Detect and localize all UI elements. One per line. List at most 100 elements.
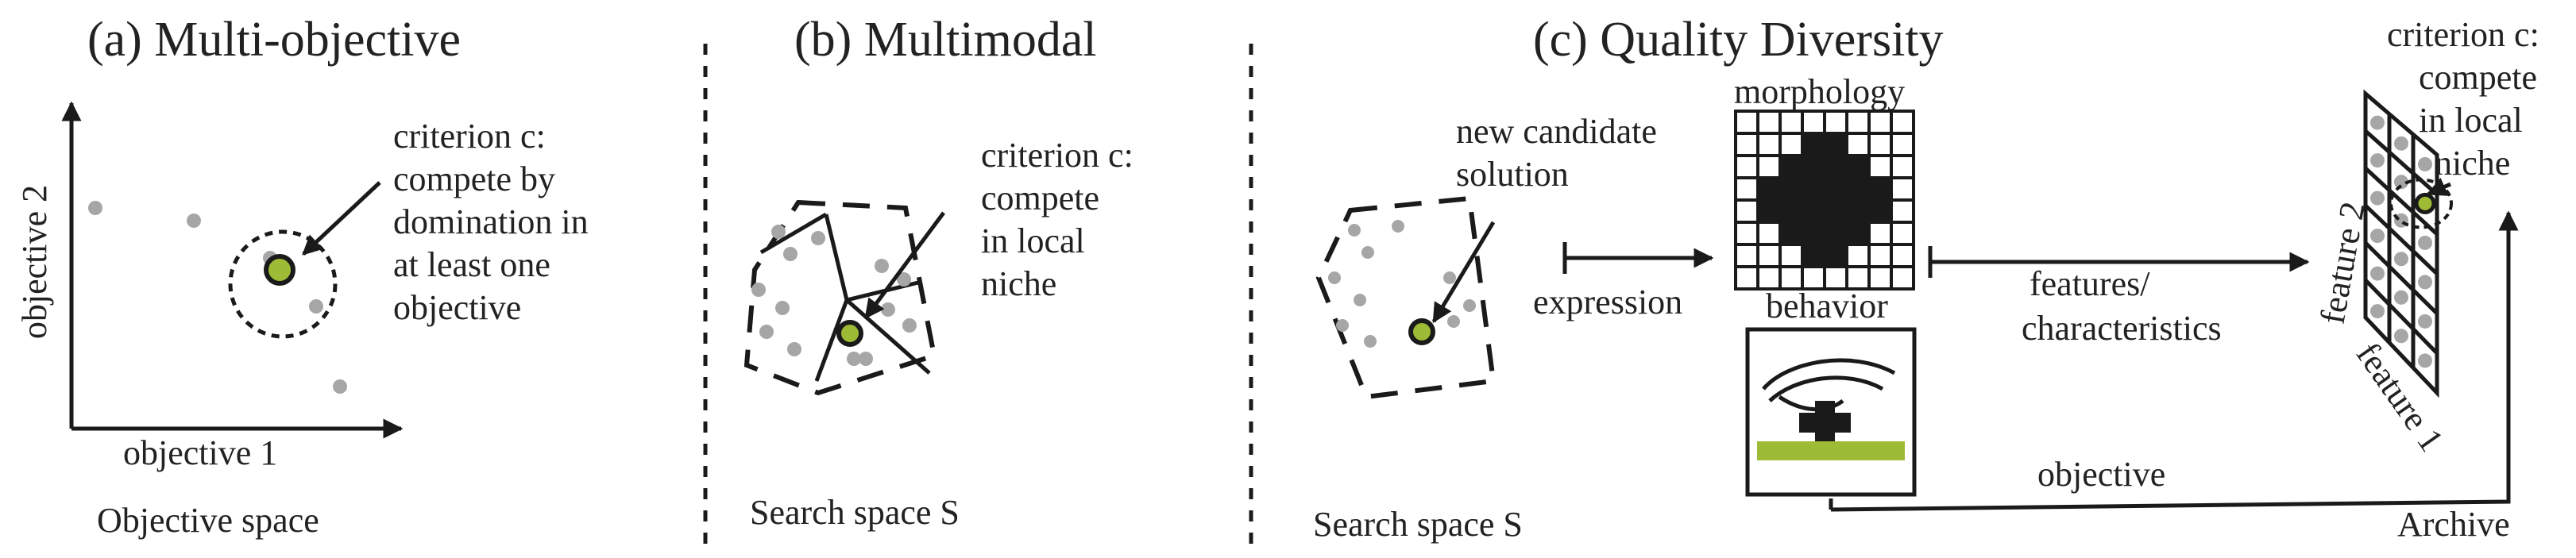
svg-text:solution: solution [1456,155,1569,194]
morphology-cell [1823,132,1848,157]
morphology-cell [1801,221,1826,246]
archive-criterion-text: criterion c: compete in local niche [2387,15,2539,183]
objective-label: objective [2037,455,2165,494]
morphology-cell [1867,221,1893,246]
selected-solution [836,320,863,347]
morphology-cell [1890,198,1915,224]
criterion-text: criterion c: compete by domination in at… [393,117,589,327]
morphology-cell [1734,243,1759,268]
morphology-cell [1890,265,1915,291]
morphology-cell [1801,176,1826,202]
morphology-cell [1778,154,1804,179]
panel-multi-objective: (a) Multi-objective objective 2 objectiv… [15,13,589,540]
morphology-cell [1801,198,1826,224]
x-axis-label: objective 1 [123,433,277,472]
svg-text:compete: compete [2419,58,2537,97]
archive-grid [2363,89,2453,398]
svg-text:new candidate: new candidate [1456,112,1657,151]
svg-text:in local: in local [981,221,1085,260]
morphology-cell [1823,221,1848,246]
morphology-cell [1845,198,1871,224]
archive-cell-point [2418,235,2432,250]
morphology-cell [1801,154,1826,179]
svg-text:compete: compete [981,179,1099,217]
morphology-cell [1867,198,1893,224]
morphology-cell [1845,221,1871,246]
morphology-cell [1756,221,1782,246]
morphology-cell [1890,243,1915,268]
morphology-cell [1823,265,1848,291]
morphology-cell [1823,198,1848,224]
morphology-cell [1823,176,1848,202]
data-point [309,299,323,314]
new-candidate-point [1408,318,1435,345]
niche-circle [228,229,338,339]
archive-cell-point [2370,115,2385,130]
morphology-cell [1845,243,1871,268]
morphology-cell [1734,176,1759,202]
morphology-cell [1734,198,1759,224]
panel-c-caption: Search space S [1313,505,1523,544]
morphology-cell [1734,110,1759,135]
morphology-cell [1801,243,1826,268]
panel-c-title: (c) Quality Diversity [1533,13,1944,67]
archive-cell-point [2370,266,2385,281]
candidate-label: new candidate solution [1456,112,1657,194]
archive-cell-point [2418,314,2432,329]
morphology-cell [1867,110,1893,135]
morphology-cell [1756,265,1782,291]
morphology-cell [1734,265,1759,291]
panel-b-title: (b) Multimodal [794,13,1097,67]
archive-cell-point [2418,275,2432,290]
criterion-arrow [302,181,381,256]
objective-arrow [1830,210,2519,512]
voronoi-edge [824,214,922,303]
panel-multimodal: (b) Multimodal criterion c: compete in [743,13,1134,532]
morphology-cell [1778,265,1804,291]
data-point [187,214,201,228]
svg-text:at least one: at least one [393,245,550,284]
archive-cell-point [2418,156,2432,171]
data-point [333,379,347,394]
archive-cell-point [2370,304,2385,319]
svg-text:in local: in local [2419,101,2523,140]
morphology-cell [1734,132,1759,157]
archive-cell-point [2370,229,2385,244]
archive-cell-point [2394,252,2408,267]
morphology-cell [1867,132,1893,157]
morphology-cell [1890,132,1915,157]
panel-b-caption: Search space S [750,493,960,532]
archive-cell-point [2394,290,2408,305]
svg-text:criterion c:: criterion c: [2387,15,2539,54]
archive-cell-point [2394,136,2408,151]
morphology-cell [1823,110,1848,135]
panel-a-title: (a) Multi-objective [87,13,461,67]
morphology-cell [1801,132,1826,157]
archive-cell-point [2394,329,2408,344]
morphology-cell [1845,154,1871,179]
morphology-cell [1756,154,1782,179]
morphology-cell [1778,110,1804,135]
panel-quality-diversity: (c) Quality Diversity new candidate solu… [1313,13,2539,544]
morphology-grid [1734,110,1915,291]
archive-selected-cell [2414,192,2436,214]
morphology-cell [1867,265,1893,291]
search-region [1315,195,1497,400]
morphology-cell [1845,132,1871,157]
svg-text:domination in: domination in [393,202,589,241]
sample-points [1328,220,1476,348]
archive-cell-point [2370,153,2385,168]
sample-points [751,225,917,366]
candidate-arrow [1431,221,1496,324]
archive-grid-line [2364,129,2439,196]
voronoi-edge [759,212,828,255]
morphology-cell [1890,176,1915,202]
archive-niche [2389,178,2453,229]
criterion-text: criterion c: compete in local niche [981,136,1134,303]
voronoi-edge [814,299,849,382]
morphology-cell [1890,221,1915,246]
archive-grid-line [2364,279,2439,355]
morphology-cell [1867,154,1893,179]
archive-grid-line [2364,241,2439,315]
